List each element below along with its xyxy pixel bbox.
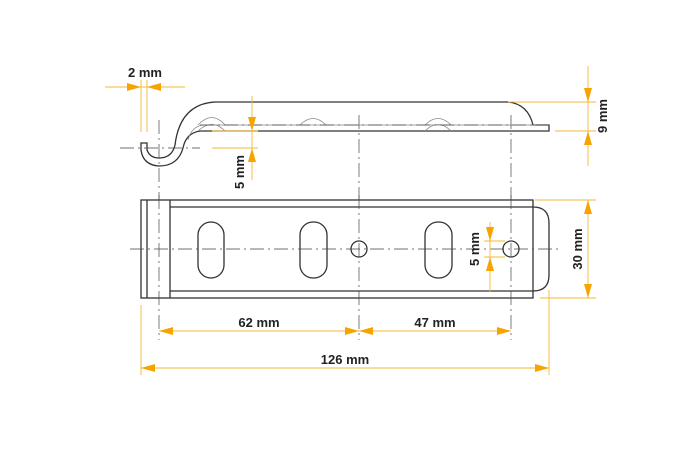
dimension-5mm-hook: 5 mm	[212, 96, 258, 189]
slot-1	[197, 221, 225, 279]
dimension-9mm: 9 mm	[508, 66, 610, 166]
slot-3	[424, 221, 453, 279]
dimension-label: 5 mm	[232, 155, 247, 189]
dimension-label: 30 mm	[570, 228, 585, 269]
dimension-5mm-hole: 5 mm	[467, 222, 505, 292]
side-view	[120, 101, 550, 200]
dimension-30mm: 30 mm	[535, 199, 596, 299]
dimension-2mm: 2 mm	[105, 65, 185, 132]
dimension-label: 126 mm	[321, 352, 369, 367]
dimension-label: 9 mm	[595, 99, 610, 133]
dimension-label: 5 mm	[467, 232, 482, 266]
dimension-62mm-47mm: 62 mm 47 mm	[159, 315, 511, 335]
slot-2	[299, 221, 328, 279]
dimension-label: 2 mm	[128, 65, 162, 80]
dimension-label: 47 mm	[414, 315, 455, 330]
plan-view	[130, 195, 560, 340]
dimension-label: 62 mm	[238, 315, 279, 330]
dimension-126mm: 126 mm	[140, 290, 550, 375]
